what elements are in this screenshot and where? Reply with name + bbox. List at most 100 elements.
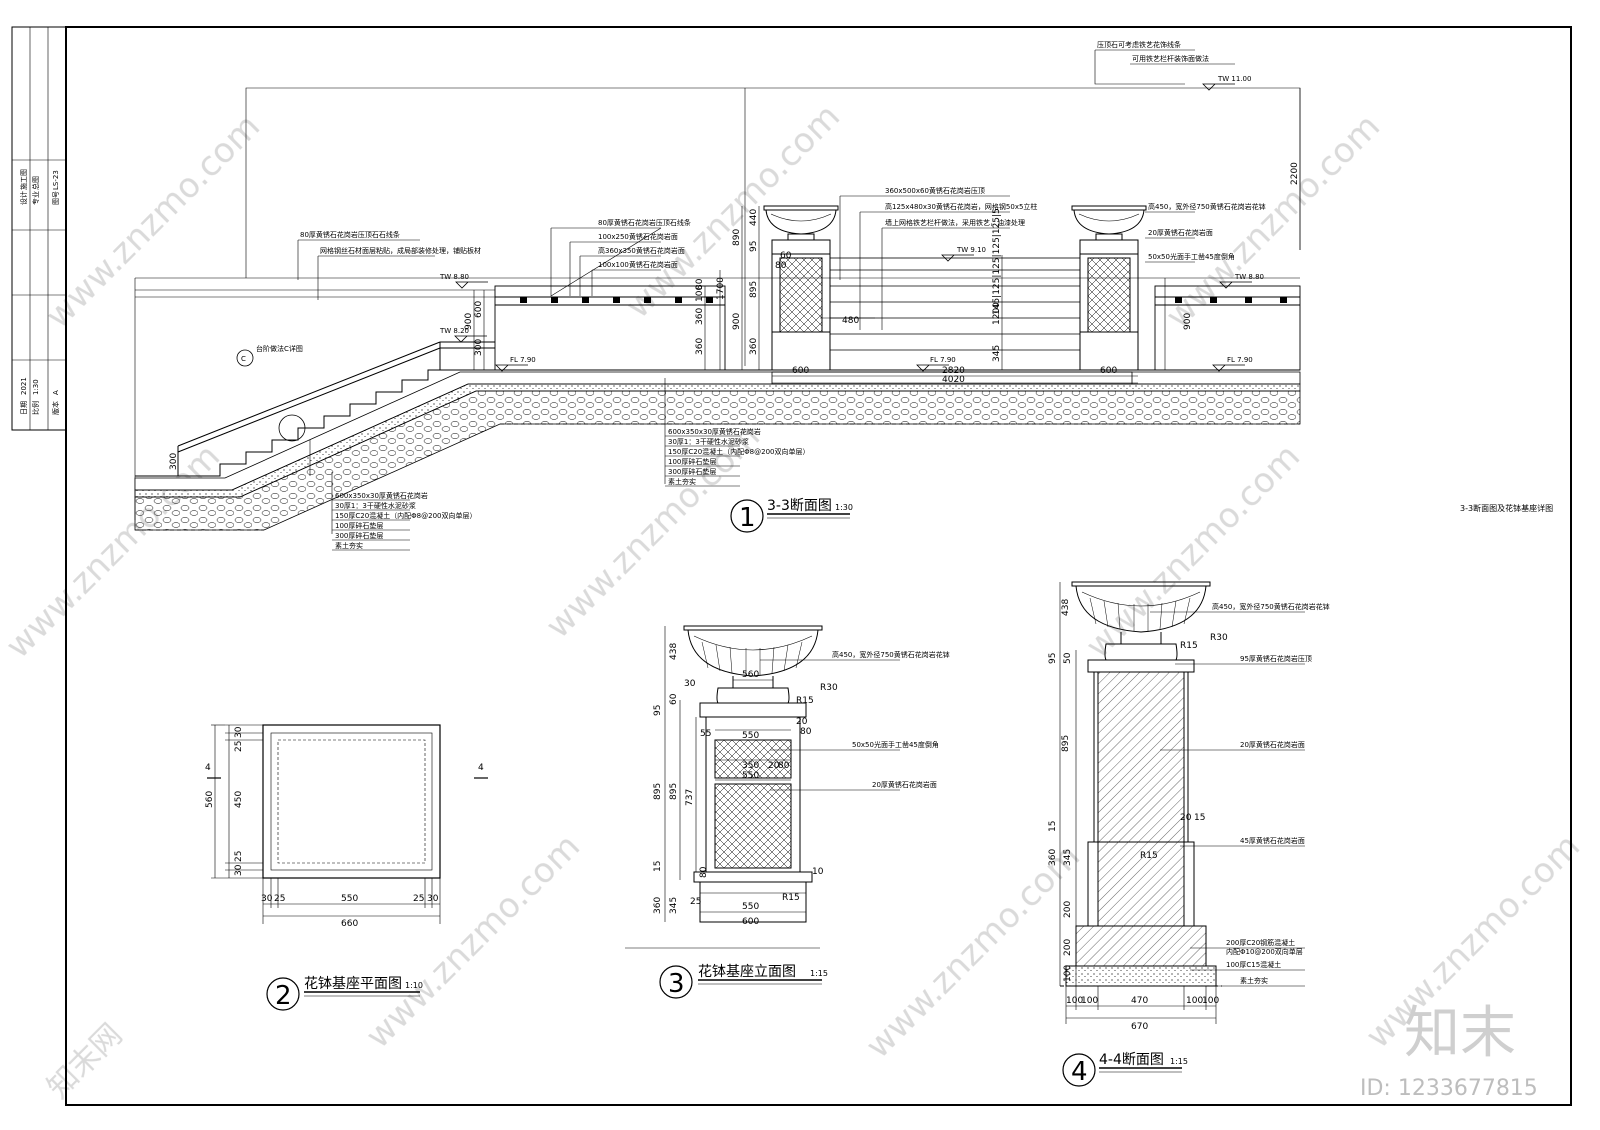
dim: 360 bbox=[653, 897, 663, 914]
level-tw880-right: TW 8.80 bbox=[1234, 273, 1264, 281]
brand-logo: 知末 bbox=[1404, 1001, 1516, 1066]
dim: 360 bbox=[695, 338, 705, 355]
dim: 25 bbox=[234, 851, 244, 862]
section-4-4: 高450，宽外径750黄锈石花岗岩花钵 95厚黄锈石花岗岩压顶 20厚黄锈石花岗… bbox=[1048, 581, 1330, 1087]
dim: 300 bbox=[474, 339, 484, 356]
section44-note: 200厚C20钢筋混凝土 bbox=[1226, 938, 1295, 947]
dim: 30 bbox=[684, 679, 696, 689]
title-block: 设计 专业 图号 施工图 总图 LS-23 日期 比例 版本 2021 1:30… bbox=[19, 169, 60, 415]
dim: 20 bbox=[796, 717, 808, 727]
dim: 345 bbox=[1063, 849, 1073, 866]
layer-floor: 600x350x30厚黄锈石花岗岩 bbox=[668, 427, 761, 436]
dim: 1200 bbox=[992, 302, 1002, 325]
level-tw1100: TW 11.00 bbox=[1217, 75, 1251, 83]
dim: 80 bbox=[695, 278, 705, 290]
plan-section-mark: 4 bbox=[205, 763, 211, 773]
dim: 80 bbox=[778, 761, 790, 771]
note-left: 网格钢丝石材面层粘贴，成局部装修处理，铺贴板材 bbox=[320, 246, 481, 255]
section44-note: 内配Φ10@200双向单层 bbox=[1226, 947, 1303, 956]
section-44-scale: 1:15 bbox=[1170, 1057, 1188, 1066]
dim: 900 bbox=[1183, 313, 1193, 330]
dim: R30 bbox=[820, 683, 838, 693]
dim: 350 bbox=[742, 761, 759, 771]
tb-cell: 总图 bbox=[31, 176, 40, 190]
dim: 895 bbox=[1061, 735, 1071, 752]
section44-note: 100厚C15混凝土 bbox=[1226, 960, 1281, 969]
elevation-title: 花钵基座立面图 bbox=[698, 963, 796, 980]
dim: 4020 bbox=[942, 375, 965, 385]
section-3-3: C 台阶做法C详图 bbox=[134, 40, 1301, 551]
dim: R15 bbox=[782, 893, 800, 903]
layer-stair: 素土夯实 bbox=[335, 541, 363, 550]
watermark-text: www.znzmo.com bbox=[358, 826, 588, 1056]
note-left: 80厚黄锈石花岗岩压顶石石线条 bbox=[300, 230, 400, 239]
dim: 55 bbox=[700, 729, 711, 739]
tb-cell: 日期 bbox=[20, 401, 28, 415]
dim: 550 bbox=[341, 894, 358, 904]
svg-text:C: C bbox=[241, 355, 246, 363]
dim: 890 bbox=[732, 229, 742, 246]
dim: 95 bbox=[749, 241, 759, 252]
dim: 550 bbox=[742, 902, 759, 912]
note-top: 可用铁艺栏杆装饰面做法 bbox=[1132, 54, 1209, 63]
dim: 895 bbox=[749, 281, 759, 298]
dim: 20 bbox=[1180, 813, 1192, 823]
section-33-number: 1 bbox=[739, 503, 756, 533]
level-tw880-left: TW 8.80 bbox=[439, 273, 469, 281]
dim: R15 bbox=[1140, 851, 1158, 861]
dim: 560 bbox=[742, 670, 759, 680]
layer-stair: 150厚C20混凝土（内配Φ8@200双向单层） bbox=[335, 511, 476, 520]
note-center: 360x500x60黄锈石花岗岩压顶 bbox=[885, 186, 985, 195]
plan-scale: 1:10 bbox=[405, 981, 423, 990]
dim: 100 bbox=[1202, 996, 1219, 1006]
dim: 100 bbox=[1081, 996, 1098, 1006]
elevation-note: 50x50光面手工凿45度倒角 bbox=[852, 740, 939, 749]
tb-cell: 设计 bbox=[19, 191, 28, 205]
dim: 10 bbox=[812, 867, 824, 877]
note-right: 50x50光面手工凿45度倒角 bbox=[1148, 252, 1235, 261]
elevation-number: 3 bbox=[668, 969, 685, 999]
layer-stair: 600x350x30厚黄锈石花岗岩 bbox=[335, 491, 428, 500]
dim: 95 bbox=[1048, 653, 1058, 664]
dim: 95 bbox=[653, 705, 663, 716]
dim: 30 bbox=[234, 864, 244, 876]
dim: 2200 bbox=[1290, 162, 1300, 185]
stair-callout: 台阶做法C详图 bbox=[256, 344, 303, 353]
dim: 438 bbox=[1061, 599, 1071, 616]
section-33-title: 3-3断面图 bbox=[767, 498, 832, 514]
dim: 670 bbox=[1131, 1022, 1148, 1032]
dim: 100 bbox=[1186, 996, 1203, 1006]
watermark-text: www.znzmo.com bbox=[1158, 106, 1388, 336]
layer-floor: 素土夯实 bbox=[668, 477, 696, 486]
elevation-scale: 1:15 bbox=[810, 969, 828, 978]
dim: 25 bbox=[413, 894, 424, 904]
tb-cell: 1:30 bbox=[32, 379, 40, 395]
dim: 737 bbox=[685, 789, 695, 806]
dim: 100 bbox=[1063, 965, 1073, 982]
section44-note: 45厚黄锈石花岗岩面 bbox=[1240, 836, 1305, 845]
dim: 30 bbox=[261, 894, 273, 904]
dim: 360 bbox=[695, 308, 705, 325]
dim: 440 bbox=[749, 209, 759, 226]
layer-stair: 100厚碎石垫层 bbox=[335, 521, 383, 530]
dim: 100 bbox=[1066, 996, 1083, 1006]
layer-floor: 100厚碎石垫层 bbox=[668, 457, 716, 466]
dim: 450 bbox=[234, 791, 244, 808]
dim: 470 bbox=[1131, 996, 1148, 1006]
watermark-brand: 知末网 bbox=[41, 1017, 129, 1105]
dim: 25 bbox=[234, 741, 244, 752]
watermark: www.znzmo.com www.znzmo.com www.znzmo.co… bbox=[0, 96, 1588, 1105]
note-right: 20厚黄锈石花岗岩面 bbox=[1148, 228, 1213, 237]
section44-note: 素土夯实 bbox=[1240, 976, 1268, 985]
dim: 1700 bbox=[716, 277, 726, 300]
sheet-title: 3-3断面图及花钵基座详图 bbox=[1460, 503, 1553, 513]
tb-cell: 图号 bbox=[52, 191, 60, 205]
tb-cell: 专业 bbox=[31, 191, 40, 205]
layer-floor: 30厚1：3干硬性水泥砂浆 bbox=[668, 437, 749, 446]
plan-number: 2 bbox=[275, 981, 292, 1011]
dim: 80 bbox=[800, 727, 812, 737]
note-center: 墙上网格铁艺栏杆做法，采用铁艺，油漆处理 bbox=[885, 218, 1025, 227]
tb-cell: 版本 bbox=[51, 401, 60, 415]
dim: 438 bbox=[669, 643, 679, 660]
